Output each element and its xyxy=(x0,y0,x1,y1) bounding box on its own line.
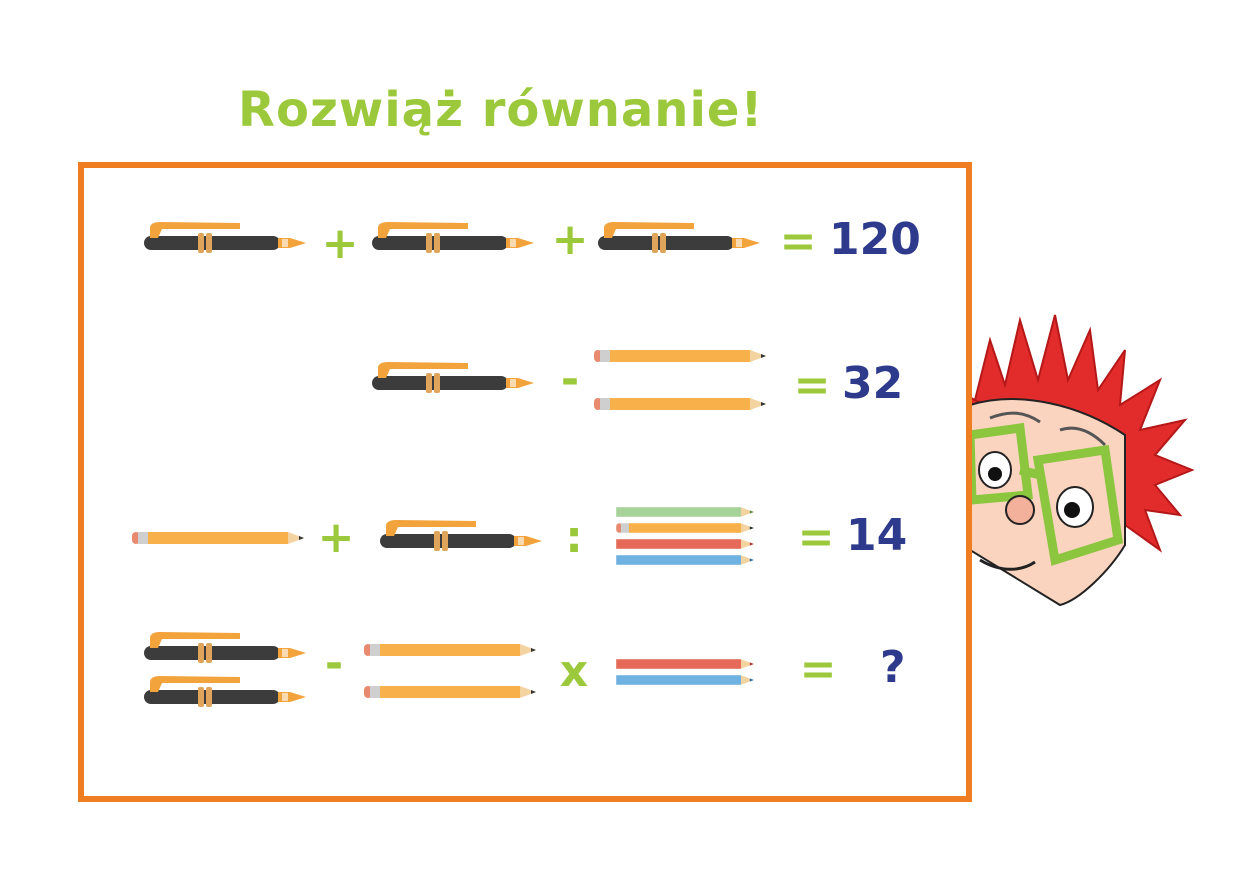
puzzle-board: + + = 120 - = 32 + : = 14 - x = ? xyxy=(78,162,972,802)
operator-plus: + xyxy=(551,214,589,265)
pencil-icon xyxy=(594,398,766,410)
operator-equals: = xyxy=(797,512,835,563)
eyes xyxy=(978,451,1094,528)
operator-plus: + xyxy=(317,512,355,563)
pencil-icon xyxy=(132,532,304,544)
operator-divide: : xyxy=(565,512,583,563)
operator-equals: = xyxy=(779,216,817,267)
pen-icon xyxy=(372,222,534,253)
operator-plus: + xyxy=(321,218,359,269)
operator-equals: = xyxy=(793,360,831,411)
pen-icon xyxy=(144,632,306,663)
pencil-icon xyxy=(364,644,536,656)
pencil-icon xyxy=(616,539,754,549)
pencil-icon xyxy=(616,659,754,669)
operator-equals: = xyxy=(799,644,837,695)
red-haired-professor-character xyxy=(960,314,1195,607)
pen-icon xyxy=(380,520,542,551)
result-value: 32 xyxy=(842,358,904,409)
result-value: 120 xyxy=(829,214,921,265)
pencil-icon xyxy=(616,507,754,517)
result-value: 14 xyxy=(846,510,908,561)
pen-icon xyxy=(598,222,760,253)
pen-icon xyxy=(372,362,534,393)
pen-icon xyxy=(144,222,306,253)
pencil-icon xyxy=(364,686,536,698)
page-title: Rozwiąż równanie! xyxy=(238,82,764,138)
result-unknown: ? xyxy=(880,642,906,693)
pen-icon xyxy=(144,676,306,707)
operator-minus: - xyxy=(324,638,344,689)
operator-multiply: x xyxy=(559,646,589,697)
pencil-icon xyxy=(616,523,754,533)
nose xyxy=(1005,495,1035,525)
pencil-icon xyxy=(594,350,766,362)
pencil-icon xyxy=(616,555,754,565)
smile xyxy=(979,558,1036,571)
pencil-icon xyxy=(616,675,754,685)
operator-minus: - xyxy=(560,354,580,405)
